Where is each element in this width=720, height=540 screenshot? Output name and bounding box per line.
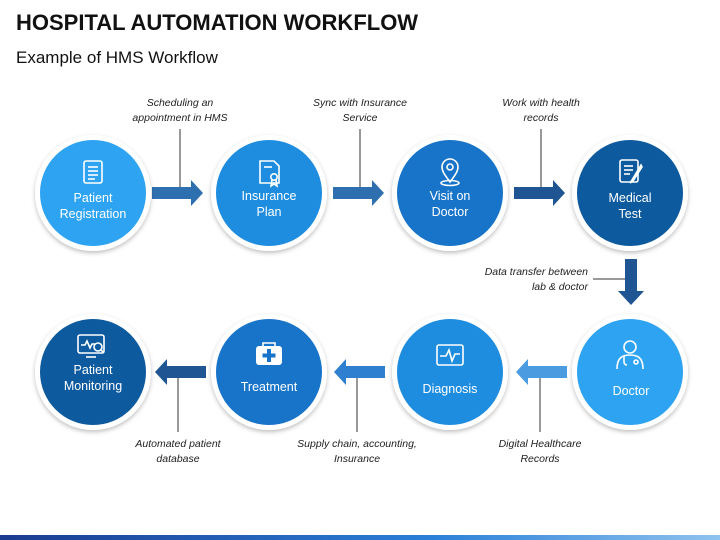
step-circle-fill bbox=[216, 140, 322, 246]
step-circle-fill bbox=[577, 319, 683, 425]
note-supply-chain: Supply chain, accounting, Insurance bbox=[297, 438, 417, 465]
note-line: Automated patient bbox=[134, 438, 221, 450]
heart-monitor-icon bbox=[436, 344, 464, 366]
arrow-left-1 bbox=[516, 359, 567, 432]
step-label: Test bbox=[619, 207, 642, 221]
step-circle-fill bbox=[397, 319, 503, 425]
document-icon bbox=[83, 160, 103, 184]
step-label: Registration bbox=[60, 207, 127, 221]
note-health-records: Work with health records bbox=[502, 97, 580, 124]
note-line: Digital Healthcare bbox=[499, 438, 582, 450]
step-circle-fill bbox=[397, 140, 503, 246]
note-scheduling: Scheduling an appointment in HMS bbox=[132, 97, 227, 124]
note-line: Scheduling an bbox=[147, 97, 214, 109]
step-insurance-plan: Insurance Plan bbox=[211, 135, 327, 251]
note-data-transfer: Data transfer between lab & doctor bbox=[485, 266, 589, 293]
note-line: Sync with Insurance bbox=[313, 97, 407, 109]
note-line: Insurance bbox=[334, 453, 380, 465]
note-line: Data transfer between bbox=[485, 266, 588, 278]
step-diagnosis: Diagnosis bbox=[392, 314, 508, 430]
step-label: Visit on bbox=[430, 189, 471, 203]
arrow-right-3 bbox=[514, 129, 565, 206]
certificate-icon bbox=[259, 160, 280, 188]
arrow-left-2 bbox=[334, 359, 385, 432]
step-circle-fill bbox=[40, 319, 146, 425]
medical-kit-icon bbox=[256, 342, 282, 365]
step-label: Diagnosis bbox=[423, 382, 478, 396]
note-line: Records bbox=[520, 453, 560, 465]
step-label: Plan bbox=[256, 205, 281, 219]
step-label: Patient bbox=[74, 363, 113, 377]
page-subtitle: Example of HMS Workflow bbox=[16, 48, 218, 67]
note-line: records bbox=[523, 112, 559, 124]
step-patient-monitoring: Patient Monitoring bbox=[35, 314, 151, 430]
step-treatment: Treatment bbox=[211, 314, 327, 430]
step-label: Monitoring bbox=[64, 379, 122, 393]
step-doctor: Doctor bbox=[572, 314, 688, 430]
doctor-icon bbox=[616, 340, 644, 370]
note-line: Work with health bbox=[502, 97, 580, 109]
step-label: Patient bbox=[74, 191, 113, 205]
footer-accent-bar bbox=[0, 535, 720, 540]
step-circle-fill bbox=[216, 319, 322, 425]
note-insurance-sync: Sync with Insurance Service bbox=[313, 97, 407, 124]
step-visit-on-doctor: Visit on Doctor bbox=[392, 135, 508, 251]
note-line: Supply chain, accounting, bbox=[297, 438, 417, 450]
note-patient-database: Automated patient database bbox=[134, 438, 221, 465]
map-pin-icon bbox=[440, 158, 460, 187]
arrow-down bbox=[593, 259, 644, 305]
note-line: lab & doctor bbox=[532, 281, 589, 293]
step-label: Treatment bbox=[241, 380, 298, 394]
note-line: appointment in HMS bbox=[132, 112, 227, 124]
arrow-left-3 bbox=[155, 359, 206, 432]
step-label: Doctor bbox=[613, 384, 650, 398]
page-title: HOSPITAL AUTOMATION WORKFLOW bbox=[16, 10, 419, 35]
step-circle-fill bbox=[40, 140, 146, 246]
step-label: Medical bbox=[608, 191, 651, 205]
monitor-search-icon bbox=[77, 334, 105, 358]
step-patient-registration: Patient Registration bbox=[35, 135, 151, 251]
note-digital-records: Digital Healthcare Records bbox=[499, 438, 582, 465]
arrow-right-1 bbox=[152, 129, 203, 206]
note-line: Service bbox=[342, 112, 377, 124]
step-label: Doctor bbox=[432, 205, 469, 219]
note-line: database bbox=[156, 453, 199, 465]
step-medical-test: Medical Test bbox=[572, 135, 688, 251]
step-circle-fill bbox=[577, 140, 683, 246]
clipboard-pencil-icon bbox=[619, 159, 643, 184]
step-label: Insurance bbox=[242, 189, 297, 203]
arrow-right-2 bbox=[333, 129, 384, 206]
